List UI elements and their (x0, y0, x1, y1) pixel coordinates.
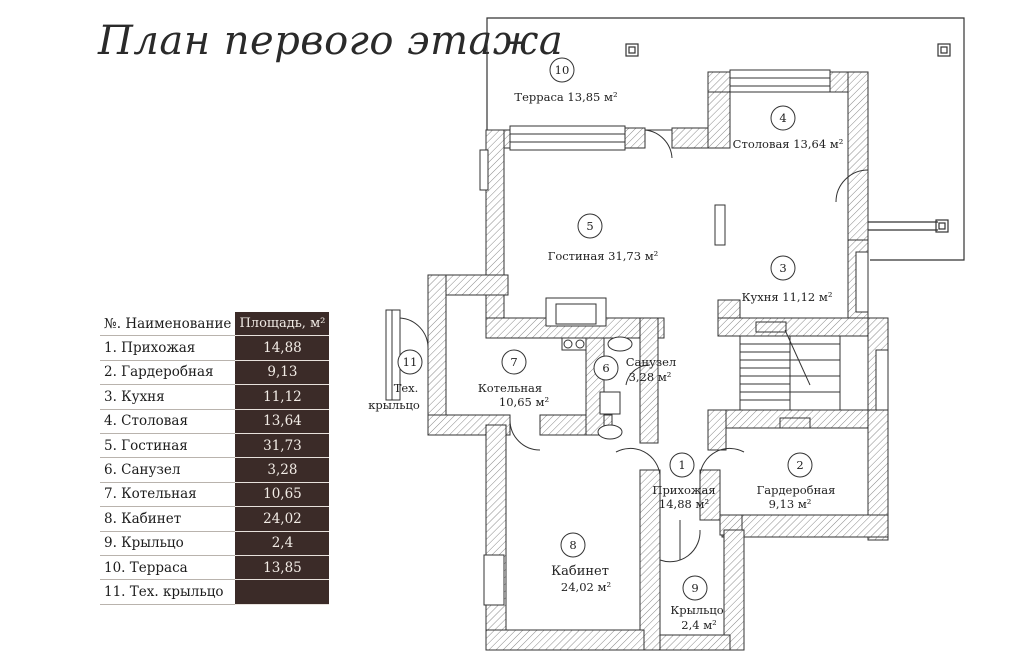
row-area: 9,13 (235, 360, 330, 386)
room-8-number: 8 (569, 538, 576, 552)
row-name: 11. Тех. крыльцо (100, 579, 236, 605)
room-2-area: 9,13 м² (769, 497, 812, 511)
room-9-number: 9 (691, 581, 698, 595)
header-name: №. Наименование (100, 312, 236, 337)
room-3-number: 3 (779, 261, 786, 275)
row-name: 2. Гардеробная (100, 360, 236, 386)
room-9-label: Крыльцо (670, 603, 723, 617)
row-name: 9. Крыльцо (100, 531, 236, 556)
room-2-label: Гардеробная (757, 483, 836, 497)
row-name: 6. Санузел (100, 457, 236, 483)
row-area: 3,28 (235, 457, 330, 483)
doors (399, 129, 869, 563)
room-6-label: Санузел (626, 355, 676, 369)
room-markers (397, 57, 813, 601)
table-row: 11. Тех. крыльцо (100, 579, 330, 605)
room-4-label: Столовая 13,64 м² (733, 137, 844, 151)
table-header-row: №. Наименование Площадь, м² (100, 312, 330, 337)
windows (385, 69, 889, 606)
row-name: 1. Прихожая (100, 335, 236, 361)
header-area: Площадь, м² (235, 312, 330, 337)
row-name: 8. Кабинет (100, 506, 236, 532)
room-9-area: 2,4 м² (681, 618, 717, 632)
fixtures (545, 297, 633, 440)
walls (427, 71, 889, 651)
room-11-label-2: крыльцо (368, 398, 420, 412)
page-title: План первого этажа (98, 18, 564, 64)
row-area: 10,65 (235, 482, 330, 508)
room-11-label: Тех. (394, 381, 419, 395)
room-11-number: 11 (403, 355, 418, 369)
room-3-label: Кухня 11,12 м² (742, 290, 833, 304)
staircase (714, 204, 841, 429)
room-2-number: 2 (796, 458, 803, 472)
row-area: 24,02 (235, 506, 330, 532)
row-name: 4. Столовая (100, 409, 236, 434)
room-1-area: 14,88 м² (659, 497, 709, 511)
room-1-label: Прихожая (652, 483, 715, 497)
room-7-area: 10,65 м² (499, 395, 549, 409)
row-name: 5. Гостиная (100, 433, 236, 459)
row-area: 31,73 (235, 433, 330, 459)
row-area (235, 579, 330, 605)
row-area: 2,4 (235, 531, 330, 556)
room-10-label: Терраса 13,85 м² (514, 90, 617, 104)
room-5-label: Гостиная 31,73 м² (548, 249, 659, 263)
terrace-outline (486, 17, 965, 261)
row-name: 10. Терраса (100, 555, 236, 581)
row-name: 7. Котельная (100, 482, 236, 508)
terrace-posts (625, 43, 951, 233)
room-numbers: 10 4 5 3 7 6 11 1 2 8 9 (403, 63, 804, 595)
row-area: 14,88 (235, 335, 330, 361)
room-10-number: 10 (555, 63, 570, 77)
room-5-number: 5 (586, 219, 593, 233)
row-area: 13,85 (235, 555, 330, 581)
room-7-label: Котельная (478, 381, 542, 395)
row-area: 13,64 (235, 409, 330, 434)
room-4-number: 4 (779, 111, 786, 125)
room-8-label: Кабинет (551, 564, 609, 579)
room-8-area: 24,02 м² (561, 580, 611, 594)
row-area: 11,12 (235, 384, 330, 410)
room-6-area: 3,28 м² (629, 370, 672, 384)
room-labels: Терраса 13,85 м² Столовая 13,64 м² Гости… (368, 90, 843, 632)
room-1-number: 1 (678, 458, 685, 472)
room-6-number: 6 (602, 361, 609, 375)
row-name: 3. Кухня (100, 384, 236, 410)
room-7-number: 7 (510, 355, 517, 369)
